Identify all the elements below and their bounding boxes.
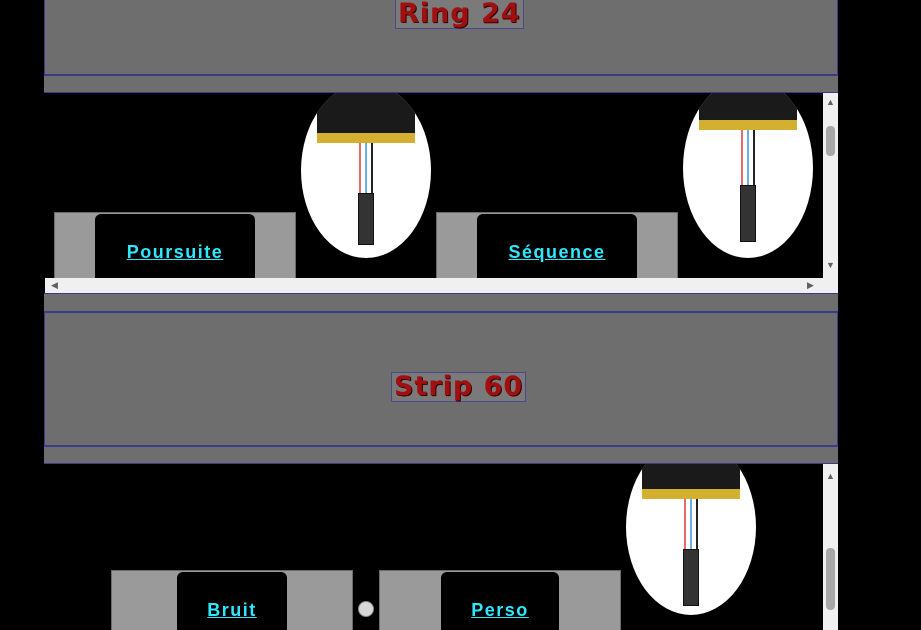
strip-top-separator [44, 293, 838, 312]
board-pins [699, 120, 797, 130]
card-sequence[interactable]: Séquence [477, 214, 637, 278]
card-bruit[interactable]: Bruit [177, 572, 287, 630]
wire [359, 143, 361, 193]
link-poursuite[interactable]: Poursuite [126, 242, 224, 262]
microbit-board [699, 93, 797, 130]
scroll-right-arrow[interactable]: ▶ [807, 280, 814, 290]
ring-scroll-area[interactable]: Poursuite Séquence [45, 93, 823, 278]
ring-separator [44, 75, 838, 93]
board-pins [642, 489, 740, 499]
wire [753, 130, 755, 185]
link-sequence[interactable]: Séquence [508, 242, 606, 262]
wire [696, 499, 698, 549]
microbit-board [642, 464, 740, 499]
wire [371, 143, 373, 193]
card-poursuite[interactable]: Poursuite [95, 214, 255, 278]
board-pins [317, 133, 415, 143]
led-strip [740, 185, 756, 242]
scroll-up-arrow[interactable]: ▲ [826, 471, 835, 481]
ring-header-panel: Ring 24 [44, 0, 838, 75]
strip-scroll-thumb[interactable] [826, 548, 835, 610]
ring-vertical-scrollbar[interactable]: ▲ ▼ [823, 93, 838, 278]
microbit-image-ring-2 [683, 93, 813, 258]
link-perso[interactable]: Perso [471, 600, 529, 620]
microbit-board [317, 93, 415, 143]
microbit-image-ring-1 [301, 93, 431, 258]
wire [690, 499, 692, 549]
led-strip [358, 193, 374, 245]
broken-image-icon [358, 601, 374, 617]
strip-separator [44, 446, 838, 464]
wire [741, 130, 743, 185]
strip-scroll-area[interactable]: Bruit Perso [45, 464, 823, 630]
wire [365, 143, 367, 193]
link-bruit[interactable]: Bruit [207, 600, 257, 620]
microbit-image-strip [626, 464, 756, 615]
scroll-down-arrow[interactable]: ▼ [826, 260, 835, 270]
ring-scroll-thumb[interactable] [826, 126, 835, 156]
wire [684, 499, 686, 549]
led-strip [683, 549, 699, 606]
strip-header-panel: Strip 60 [44, 312, 838, 446]
scroll-left-arrow[interactable]: ◀ [51, 280, 58, 290]
card-perso[interactable]: Perso [441, 572, 559, 630]
wire [747, 130, 749, 185]
scroll-up-arrow[interactable]: ▲ [826, 97, 835, 107]
ring-horizontal-scrollbar[interactable]: ◀ ▶ [45, 278, 838, 293]
strip-vertical-scrollbar[interactable]: ▲ [823, 464, 838, 630]
section-title-strip: Strip 60 [391, 372, 527, 402]
section-title-ring: Ring 24 [395, 0, 524, 29]
